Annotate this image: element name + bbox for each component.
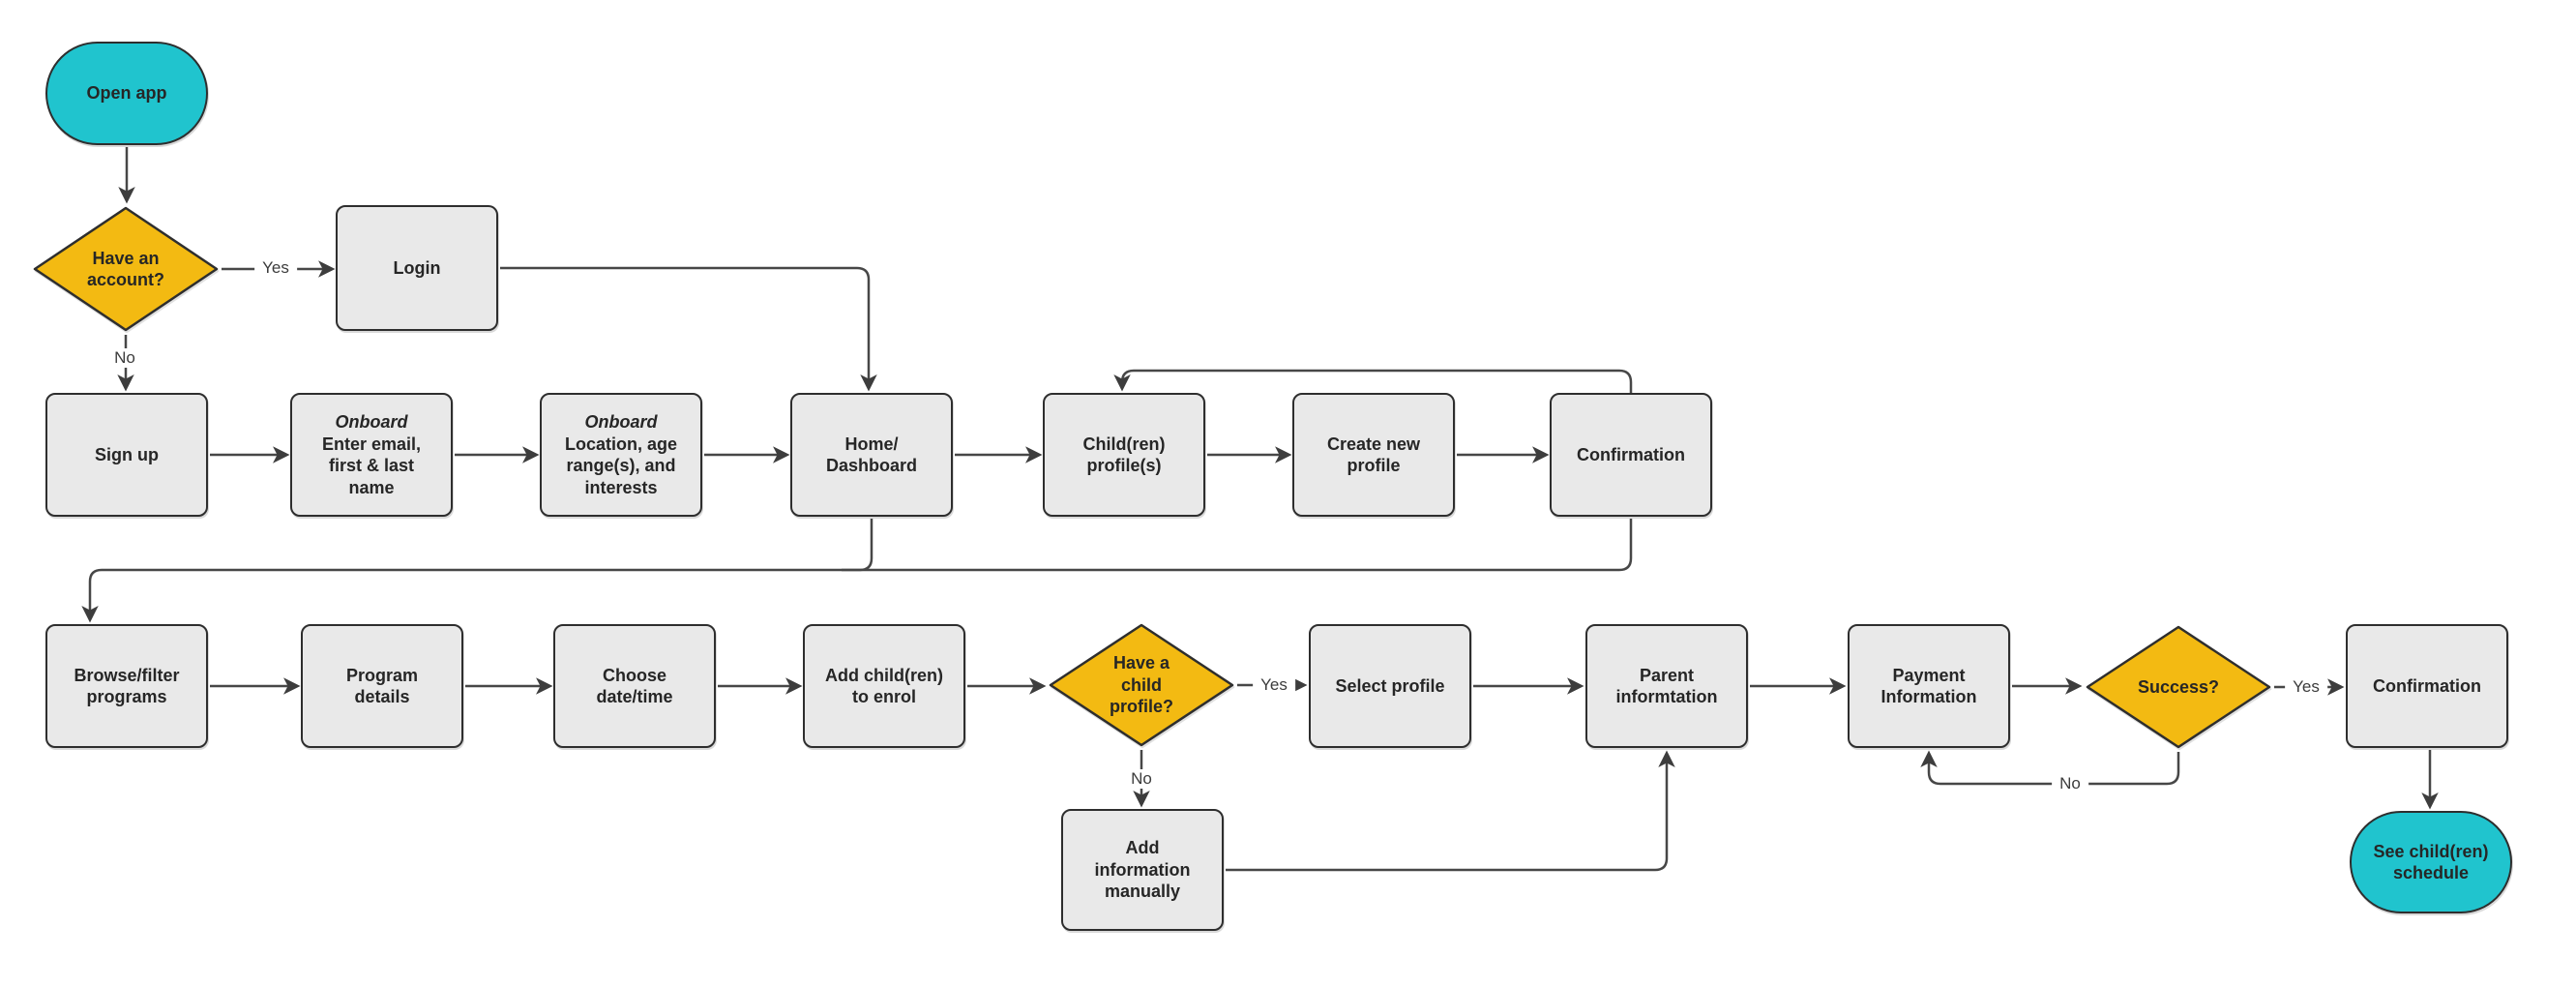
node-label: Open app xyxy=(86,83,167,104)
node-label: Browse/filter programs xyxy=(74,665,180,707)
node-program-details[interactable]: Program details xyxy=(301,624,463,748)
diamond-shape xyxy=(1048,622,1235,748)
node-label: Location, age range(s), and interests xyxy=(564,434,677,497)
node-success[interactable]: Success? xyxy=(2085,624,2272,750)
node-label: Create new profile xyxy=(1326,434,1421,476)
node-label: Home/ Dashboard xyxy=(825,434,918,476)
node-label: Add information manually xyxy=(1094,838,1191,902)
node-payment-information[interactable]: Payment Information xyxy=(1848,624,2010,748)
edge-label-no-account: No xyxy=(106,348,143,368)
node-label: Add child(ren) to enrol xyxy=(825,665,943,707)
node-label: Sign up xyxy=(95,444,159,464)
node-choose-datetime[interactable]: Choose date/time xyxy=(553,624,716,748)
node-confirmation-2[interactable]: Confirmation xyxy=(2346,624,2508,748)
node-sign-up[interactable]: Sign up xyxy=(45,393,208,517)
edge-label-no-success: No xyxy=(2052,774,2088,793)
node-add-children-enrol[interactable]: Add child(ren) to enrol xyxy=(803,624,965,748)
node-label: Program details xyxy=(345,665,419,707)
node-label: Select profile xyxy=(1335,675,1445,696)
node-label: Payment Information xyxy=(1880,665,1977,707)
node-label: Success? xyxy=(2137,676,2220,697)
connector-login-home xyxy=(500,266,877,392)
node-parent-information[interactable]: Parent informtation xyxy=(1585,624,1748,748)
connector-confirmation-childrenprofiles-loop xyxy=(1113,369,1633,393)
node-onboard-email[interactable]: Onboard Enter email, first & last name xyxy=(290,393,453,517)
node-have-account[interactable]: Have an account? xyxy=(32,205,220,333)
edge-label-yes-account: Yes xyxy=(254,258,297,278)
node-have-child-profile[interactable]: Have a child profile? xyxy=(1048,622,1235,748)
node-home-dashboard[interactable]: Home/ Dashboard xyxy=(790,393,953,517)
connector-addinfo-parentinfo xyxy=(1226,750,1675,872)
node-browse-filter-programs[interactable]: Browse/filter programs xyxy=(45,624,208,748)
node-add-info-manually[interactable]: Add information manually xyxy=(1061,809,1224,931)
diamond-shape xyxy=(32,205,220,333)
node-children-profiles[interactable]: Child(ren) profile(s) xyxy=(1043,393,1205,517)
diamond-shape xyxy=(2085,624,2272,750)
node-label: Choose date/time xyxy=(596,665,673,707)
node-label: Have a child profile? xyxy=(1110,653,1173,717)
node-label: Parent informtation xyxy=(1615,665,1718,707)
edge-label-yes-success: Yes xyxy=(2285,677,2327,697)
node-label: Confirmation xyxy=(1577,444,1685,464)
node-label: Login xyxy=(393,257,441,278)
node-title: Onboard xyxy=(335,412,408,432)
node-see-schedule[interactable]: See child(ren) schedule xyxy=(2350,811,2512,913)
edge-label-yes-child: Yes xyxy=(1253,675,1295,695)
node-select-profile[interactable]: Select profile xyxy=(1309,624,1471,748)
node-label: See child(ren) schedule xyxy=(2373,841,2489,883)
node-create-new-profile[interactable]: Create new profile xyxy=(1292,393,1455,517)
node-open-app[interactable]: Open app xyxy=(45,42,208,145)
node-confirmation-1[interactable]: Confirmation xyxy=(1550,393,1712,517)
node-label: Have an account? xyxy=(86,248,164,290)
connector-home-browse-merge xyxy=(842,519,873,572)
node-label: Child(ren) profile(s) xyxy=(1082,434,1166,476)
node-login[interactable]: Login xyxy=(336,205,498,331)
node-label: Confirmation xyxy=(2373,675,2481,696)
node-title: Onboard xyxy=(584,412,658,432)
node-onboard-location[interactable]: Onboard Location, age range(s), and inte… xyxy=(540,393,702,517)
edge-label-no-child: No xyxy=(1123,769,1160,789)
node-label: Enter email, first & last name xyxy=(321,434,422,497)
